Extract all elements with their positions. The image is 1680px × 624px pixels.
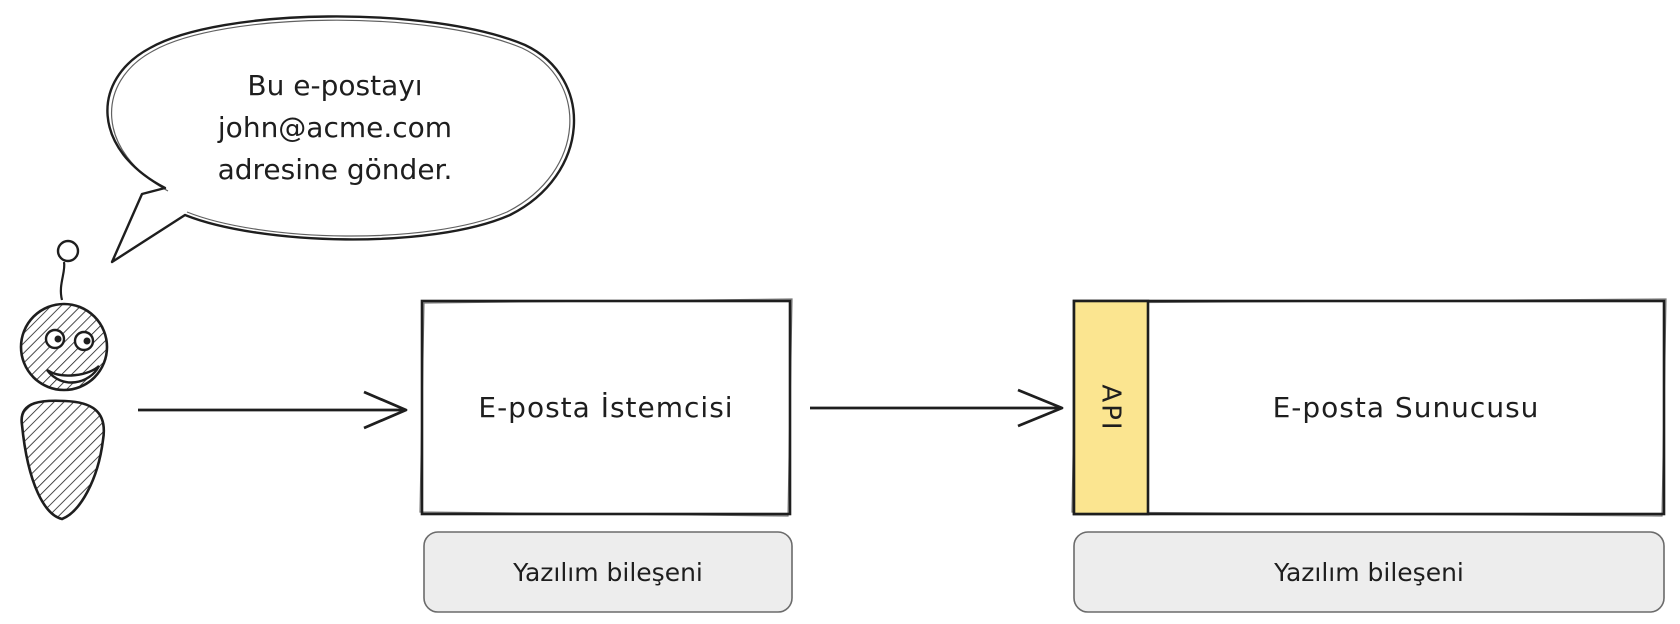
api-segment (1072, 299, 1150, 516)
arrow-client-to-server (810, 388, 1064, 428)
speech-bubble (106, 15, 576, 264)
arrow-user-to-client (138, 390, 408, 430)
email-server-tag-box (1073, 531, 1665, 613)
email-client-box (419, 298, 793, 517)
speech-line-1: Bu e-postayı (247, 69, 423, 102)
email-server-box (1071, 298, 1667, 517)
speech-bubble-text: Bu e-postayı john@acme.com adresine gönd… (200, 58, 470, 198)
api-label: API (1095, 383, 1126, 432)
speech-line-2: john@acme.com (217, 111, 453, 144)
email-server-tag-label: Yazılım bileşeni (1274, 557, 1464, 587)
email-client-tag-box (423, 531, 793, 613)
speech-line-3: adresine gönder. (217, 153, 453, 186)
api-label-wrap: API (1074, 301, 1148, 514)
email-server-label: E-posta Sunucusu (1272, 391, 1540, 424)
robot-user-icon (19, 239, 109, 521)
email-client-tag-label: Yazılım bileşeni (513, 557, 703, 587)
email-client-label: E-posta İstemcisi (478, 391, 734, 424)
